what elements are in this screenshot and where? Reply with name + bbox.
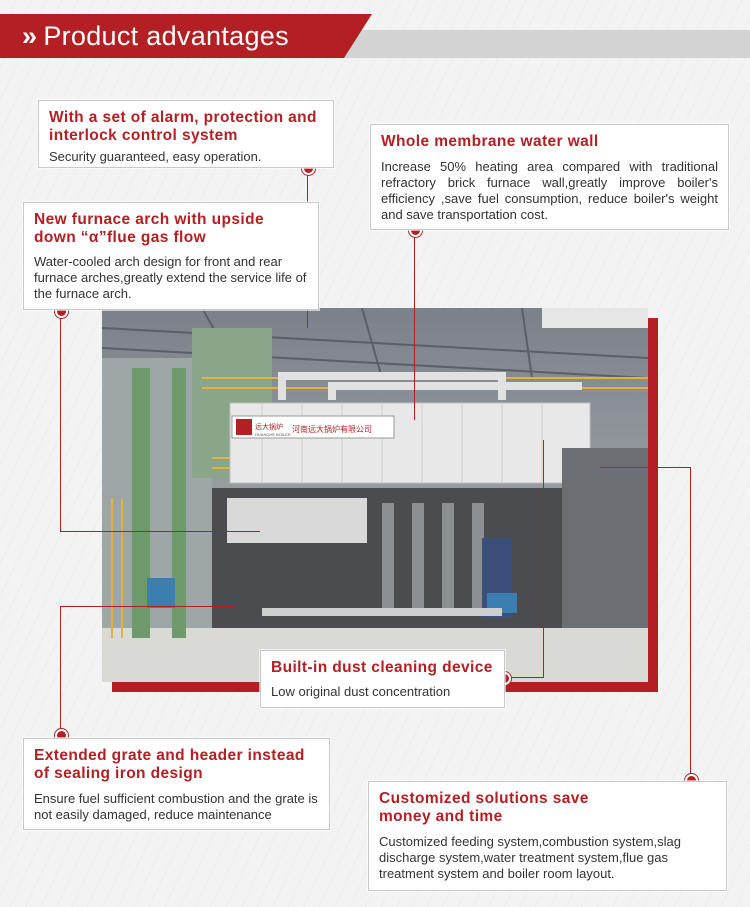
- connector-line-arch-h: [60, 531, 260, 532]
- callout-title: With a set of alarm, protection and inte…: [49, 109, 317, 144]
- callout-title: New furnace arch with upside down “α”flu…: [34, 211, 264, 246]
- callout-membrane-water-wall: Whole membrane water wall Increase 50% h…: [370, 124, 729, 230]
- connector-line-arch-v: [60, 310, 61, 532]
- connector-line-custom-v: [690, 467, 691, 779]
- callout-description: Ensure fuel sufficient combustion and th…: [34, 791, 318, 822]
- connector-line-grate-h: [60, 606, 235, 607]
- callout-alarm-system: With a set of alarm, protection and inte…: [38, 100, 334, 168]
- callout-description: Increase 50% heating area compared with …: [381, 159, 718, 222]
- callout-extended-grate: Extended grate and header instead of sea…: [23, 738, 330, 830]
- double-chevron-icon: »: [22, 21, 38, 51]
- boiler-photo: 远大锅炉 HUANGHE BOILER 河南远大锅炉有限公司: [102, 308, 648, 682]
- svg-text:河南远大锅炉有限公司: 河南远大锅炉有限公司: [292, 424, 372, 434]
- connector-line-grate-v: [60, 606, 61, 734]
- callout-title: Built-in dust cleaning device: [271, 659, 493, 676]
- svg-text:HUANGHE BOILER: HUANGHE BOILER: [255, 432, 291, 437]
- callout-title: Whole membrane water wall: [381, 133, 599, 150]
- header-banner: [0, 14, 372, 58]
- connector-line-water-wall: [414, 230, 415, 420]
- connector-line-dust-h: [506, 677, 544, 678]
- callout-customized-solutions: Customized solutions save money and time…: [368, 781, 727, 891]
- callout-title: Extended grate and header instead of sea…: [34, 747, 305, 782]
- callout-title: Customized solutions save money and time: [379, 790, 589, 825]
- callout-description: Water-cooled arch design for front and r…: [34, 254, 307, 301]
- page-title-text: Product advantages: [43, 21, 289, 51]
- callout-dust-cleaning: Built-in dust cleaning device Low origin…: [260, 650, 505, 708]
- callout-description: Low original dust concentration: [271, 684, 451, 699]
- callout-description: Security guaranteed, easy operation.: [49, 149, 262, 164]
- connector-line-custom-h: [600, 467, 690, 468]
- callout-description: Customized feeding system,combustion sys…: [379, 834, 682, 881]
- callout-furnace-arch: New furnace arch with upside down “α”flu…: [23, 202, 319, 310]
- header-banner-grey-bar: [330, 30, 750, 58]
- page-title: »Product advantages: [22, 18, 289, 54]
- connector-line-dust-v: [543, 440, 544, 678]
- svg-text:远大锅炉: 远大锅炉: [255, 422, 283, 431]
